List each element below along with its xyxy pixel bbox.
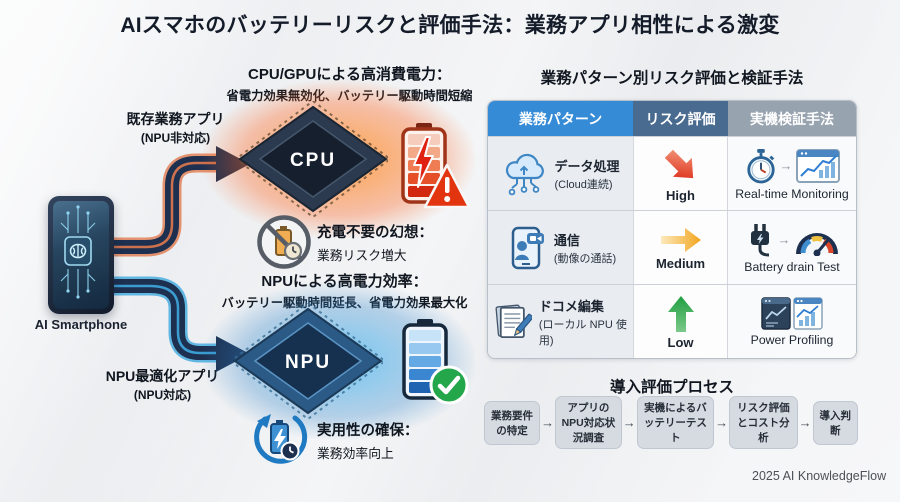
cpu-chip-icon: CPU xyxy=(238,101,388,217)
video-call-phone-icon xyxy=(511,226,544,269)
red-down-arrow-icon xyxy=(664,149,693,178)
battery-drained-icon xyxy=(401,123,447,204)
pattern-name: ドコメ編集 xyxy=(538,298,604,314)
risk-table: 業務パターン リスク評価 実機検証手法 データ処理 (Cloud連続) xyxy=(487,100,857,359)
optimized-app-label: NPU最適化アプリ (NPU対応) xyxy=(105,368,220,402)
cpu-chip-label: CPU xyxy=(290,150,336,171)
practicality-text: 実用性の確保： 業務効率向上 xyxy=(317,423,419,461)
page-title: AIスマホのバッテリーリスクと評価手法：業務アプリ相性による激変 xyxy=(120,14,780,37)
power-plug-icon xyxy=(750,223,769,256)
arrow-right-icon: → xyxy=(715,415,729,430)
lightning-icon xyxy=(413,136,434,188)
pattern-note: (動像の通話) xyxy=(553,252,617,265)
no-charging-icon xyxy=(257,215,311,269)
npu-chip-label: NPU xyxy=(285,352,331,373)
risk-level: Medium xyxy=(655,255,706,271)
no-charge-text: 充電不要の幻想： 業務リスク増大 xyxy=(317,225,433,263)
process-step: 導入判断 xyxy=(812,400,858,445)
device-label: AI Smartphone xyxy=(34,317,128,332)
arrow-right-icon: → xyxy=(779,158,793,173)
yellow-right-arrow-icon xyxy=(660,227,701,252)
document-edit-icon xyxy=(495,304,532,338)
npu-chip-icon: NPU xyxy=(233,303,383,419)
process-flow: 業務要件の特定 → アプリのNPU対応状況調査 → 実機によるバッテリーテスト … xyxy=(484,396,858,449)
pattern-name: データ処理 xyxy=(554,158,620,174)
table-row: データ処理 (Cloud連続) High xyxy=(488,136,856,210)
arrow-right-icon: → xyxy=(798,415,812,430)
method-name: Power Profiling xyxy=(750,332,834,347)
risk-level: High xyxy=(666,187,695,203)
phone-screen xyxy=(53,201,109,309)
process-step: アプリのNPU対応状況調査 xyxy=(555,396,622,449)
profiling-windows-icon xyxy=(761,296,823,330)
process-step: 業務要件の特定 xyxy=(484,400,541,445)
battery-full-icon xyxy=(402,319,448,400)
ai-smartphone-illustration xyxy=(48,196,114,314)
table-row: ドコメ編集 (ローカル NPU 使用) Low xyxy=(488,284,856,358)
table-row: 通信 (動像の通話) Medium xyxy=(488,210,856,284)
check-circle-icon xyxy=(429,365,469,405)
monitor-chart-icon xyxy=(795,148,840,183)
brain-chip-icon xyxy=(60,205,96,299)
process-title: 導入評価プロセス xyxy=(609,379,734,396)
risk-level: Low xyxy=(667,334,694,350)
process-step: リスク評価とコスト分析 xyxy=(729,396,798,449)
stopwatch-icon xyxy=(746,148,775,183)
process-step: 実機によるバッテリーテスト xyxy=(636,396,715,449)
arrow-right-icon: → xyxy=(777,232,791,247)
pattern-note: (ローカル NPU 使用) xyxy=(538,318,627,347)
gauge-icon xyxy=(795,232,838,256)
warning-icon xyxy=(423,163,471,209)
method-name: Real-time Monitoring xyxy=(735,186,849,201)
arrow-right-icon: → xyxy=(622,415,636,430)
col-header-pattern: 業務パターン xyxy=(488,101,633,136)
green-up-arrow-icon xyxy=(667,295,694,332)
table-header-row: 業務パターン リスク評価 実機検証手法 xyxy=(488,101,856,136)
cpu-section-heading: CPU/GPUによる高消費電力： 省電力効果無効化、バッテリー駆動時間短縮 xyxy=(226,66,473,103)
cloud-network-icon xyxy=(506,153,545,195)
existing-app-label: 既存業務アプリ (NPU非対応) xyxy=(126,111,225,145)
table-title: 業務パターン別リスク評価と検証手法 xyxy=(540,70,804,87)
battery-cycle-icon xyxy=(254,414,308,464)
pattern-note: (Cloud連続) xyxy=(554,178,613,191)
lightning-icon xyxy=(274,429,286,449)
arrow-right-icon: → xyxy=(541,415,555,430)
pattern-name: 通信 xyxy=(553,232,580,248)
col-header-risk: リスク評価 xyxy=(633,101,728,136)
method-name: Battery drain Test xyxy=(744,259,840,274)
col-header-method: 実機検証手法 xyxy=(728,101,856,136)
credit-text: 2025 AI KnowledgeFlow xyxy=(752,469,887,483)
